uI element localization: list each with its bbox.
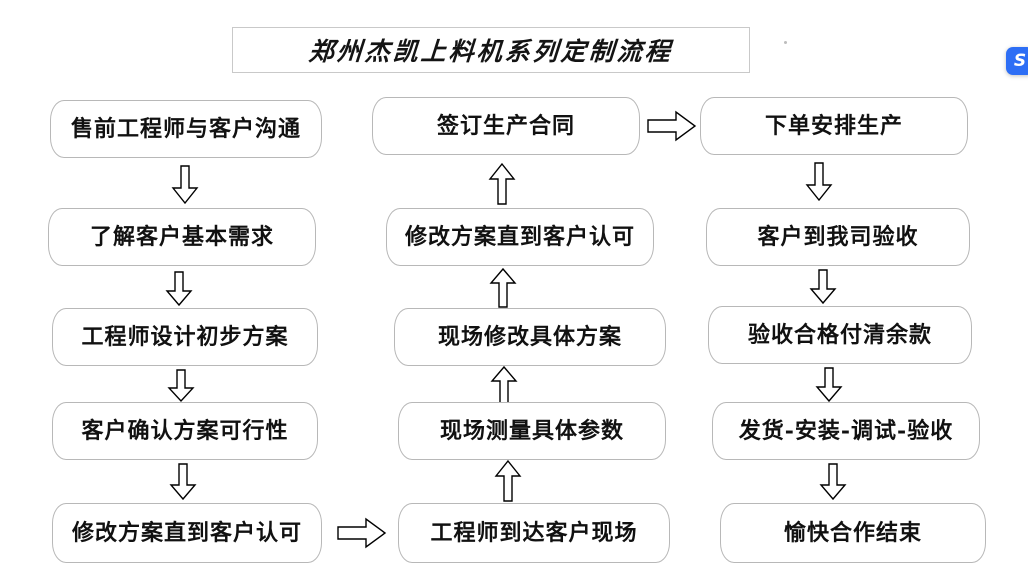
arrow-right-c2-to-c3 [647, 110, 697, 142]
node-c1r1-label: 售前工程师与客户沟通 [70, 116, 301, 142]
node-c2r2-label: 修改方案直到客户认可 [404, 224, 635, 250]
arrow-down-c3-2 [809, 269, 837, 305]
node-c2r2[interactable]: 修改方案直到客户认可 [386, 208, 654, 266]
node-c3r5[interactable]: 愉快合作结束 [720, 503, 986, 563]
arrow-down-c1-1 [171, 165, 199, 205]
node-c3r4-label: 发货-安装-调试-验收 [738, 418, 954, 444]
node-c2r5-label: 工程师到达客户现场 [430, 520, 638, 546]
arrow-down-c3-4 [819, 463, 847, 501]
node-c1r3-label: 工程师设计初步方案 [81, 324, 289, 350]
node-c1r5[interactable]: 修改方案直到客户认可 [52, 503, 322, 563]
node-c3r1-label: 下单安排生产 [764, 113, 903, 139]
node-c3r3-label: 验收合格付清余款 [747, 322, 932, 348]
node-c3r2[interactable]: 客户到我司验收 [706, 208, 970, 266]
node-c3r2-label: 客户到我司验收 [757, 224, 919, 250]
node-c1r4-label: 客户确认方案可行性 [81, 418, 289, 444]
node-c3r5-label: 愉快合作结束 [783, 520, 922, 546]
node-c3r1[interactable]: 下单安排生产 [700, 97, 968, 155]
arrow-up-c2-4 [494, 459, 522, 502]
chart-title: 郑州杰凯上料机系列定制流程 [307, 37, 674, 66]
arrow-down-c3-1 [805, 162, 833, 202]
stray-dot [784, 41, 787, 44]
node-c2r1-label: 签订生产合同 [436, 113, 575, 139]
badge-glyph: S [1013, 50, 1027, 71]
node-c2r4-label: 现场测量具体参数 [439, 418, 624, 444]
node-c2r4[interactable]: 现场测量具体参数 [398, 402, 666, 460]
arrow-down-c1-4 [169, 463, 197, 501]
arrow-down-c3-3 [815, 367, 843, 403]
chart-title-box: 郑州杰凯上料机系列定制流程 [232, 27, 750, 73]
node-c2r3[interactable]: 现场修改具体方案 [394, 308, 666, 366]
node-c1r1[interactable]: 售前工程师与客户沟通 [50, 100, 322, 158]
arrow-up-c2-2 [489, 267, 517, 308]
node-c1r4[interactable]: 客户确认方案可行性 [52, 402, 318, 460]
arrow-up-c2-1 [488, 162, 516, 205]
node-c2r5[interactable]: 工程师到达客户现场 [398, 503, 670, 563]
node-c1r3[interactable]: 工程师设计初步方案 [52, 308, 318, 366]
arrow-up-c2-3 [490, 365, 518, 404]
arrow-down-c1-3 [167, 369, 195, 403]
app-badge-icon[interactable]: S [1006, 47, 1028, 75]
node-c1r2-label: 了解客户基本需求 [89, 224, 274, 250]
node-c3r3[interactable]: 验收合格付清余款 [708, 306, 972, 364]
node-c2r1[interactable]: 签订生产合同 [372, 97, 640, 155]
node-c2r3-label: 现场修改具体方案 [437, 324, 622, 350]
node-c1r5-label: 修改方案直到客户认可 [71, 520, 302, 546]
node-c3r4[interactable]: 发货-安装-调试-验收 [712, 402, 980, 460]
arrow-down-c1-2 [165, 271, 193, 307]
node-c1r2[interactable]: 了解客户基本需求 [48, 208, 316, 266]
arrow-right-c1-to-c2 [337, 517, 387, 549]
